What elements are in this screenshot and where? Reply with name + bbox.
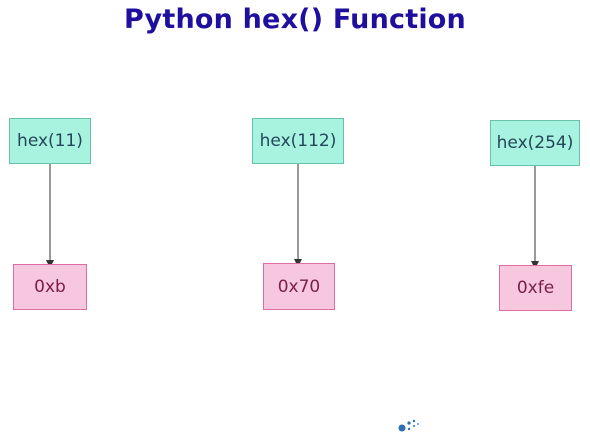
- hex-call-box-3: hex(254): [490, 120, 580, 166]
- page-title: Python hex() Function: [124, 4, 466, 35]
- hex-result-label-2: 0x70: [277, 276, 321, 297]
- hex-call-box-2: hex(112): [252, 118, 344, 164]
- hex-result-label-3: 0xfe: [516, 278, 555, 298]
- hex-call-box-1: hex(11): [9, 118, 91, 164]
- hex-result-box-2: 0x70: [263, 263, 335, 310]
- dotted-logo-icon: [398, 419, 419, 432]
- hex-call-label-1: hex(11): [17, 131, 83, 151]
- hex-result-label-1: 0xb: [34, 277, 66, 297]
- hex-result-box-3: 0xfe: [499, 265, 572, 311]
- hex-call-label-2: hex(112): [259, 131, 337, 151]
- hex-call-label-3: hex(254): [496, 133, 574, 153]
- hex-result-box-1: 0xb: [13, 264, 87, 310]
